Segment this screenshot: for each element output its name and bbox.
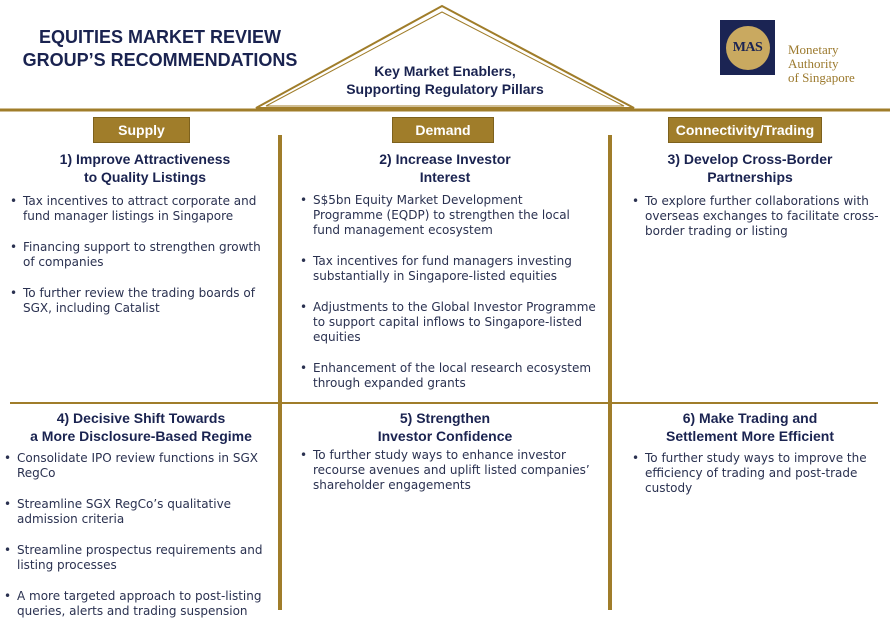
cell-4-title: 4) Decisive Shift Towards a More Disclos… xyxy=(10,409,272,445)
cell-5-title: 5) Strengthen Investor Confidence xyxy=(300,409,590,445)
list-item: To explore further collaborations with o… xyxy=(632,194,884,239)
list-item: Financing support to strengthen growth o… xyxy=(10,240,268,270)
cell-2-list: S$5bn Equity Market Development Programm… xyxy=(300,193,596,407)
list-item: Streamline SGX RegCo’s qualitative admis… xyxy=(4,497,270,527)
mas-logo: MAS xyxy=(720,20,775,75)
tag-connectivity: Connectivity/Trading xyxy=(668,117,822,143)
roof-caption-line-1: Key Market Enablers, xyxy=(374,63,516,79)
roof-caption-line-2: Supporting Regulatory Pillars xyxy=(346,81,544,97)
list-item: To further review the trading boards of … xyxy=(10,286,268,316)
pillar-left xyxy=(278,135,282,610)
cell-6-title-line-1: 6) Make Trading and xyxy=(682,410,818,426)
list-item: S$5bn Equity Market Development Programm… xyxy=(300,193,596,238)
cell-3-list: To explore further collaborations with o… xyxy=(632,194,884,255)
cell-1-title-line-1: 1) Improve Attractiveness xyxy=(59,151,231,167)
mas-name-line-2: of Singapore xyxy=(788,70,855,85)
cell-3-title-line-2: Partnerships xyxy=(707,169,793,185)
cell-6-list: To further study ways to improve the eff… xyxy=(632,451,884,512)
cell-5-list: To further study ways to enhance investo… xyxy=(300,448,596,509)
mas-logo-mark: MAS xyxy=(725,25,770,70)
cell-5-title-line-1: 5) Strengthen xyxy=(399,410,491,426)
list-item: A more targeted approach to post-listing… xyxy=(4,589,270,619)
list-item: Consolidate IPO review functions in SGX … xyxy=(4,451,270,481)
list-item: To further study ways to enhance investo… xyxy=(300,448,596,493)
list-item: Streamline prospectus requirements and l… xyxy=(4,543,270,573)
cell-6-title: 6) Make Trading and Settlement More Effi… xyxy=(625,409,875,445)
list-item: Tax incentives to attract corporate and … xyxy=(10,194,268,224)
roof-outline-inner xyxy=(265,11,625,107)
cell-5-title-line-2: Investor Confidence xyxy=(377,428,513,444)
cell-1-title: 1) Improve Attractiveness to Quality Lis… xyxy=(20,150,270,186)
cell-2-title-line-1: 2) Increase Investor xyxy=(379,151,511,167)
tag-supply: Supply xyxy=(93,117,190,143)
pillar-right xyxy=(608,135,612,610)
cell-3-title: 3) Develop Cross-Border Partnerships xyxy=(625,150,875,186)
cell-4-title-line-2: a More Disclosure-Based Regime xyxy=(30,428,252,444)
list-item: Adjustments to the Global Investor Progr… xyxy=(300,300,596,345)
mas-name-line-1: Monetary Authority xyxy=(788,42,839,71)
cell-6-title-line-2: Settlement More Efficient xyxy=(665,428,835,444)
cell-4-title-line-1: 4) Decisive Shift Towards xyxy=(56,410,226,426)
cell-1-title-line-2: to Quality Listings xyxy=(83,169,207,185)
list-item: Enhancement of the local research ecosys… xyxy=(300,361,596,391)
title-line-1: EQUITIES MARKET REVIEW xyxy=(38,27,281,47)
tag-demand: Demand xyxy=(392,117,494,143)
roof-outline xyxy=(255,4,635,109)
cell-3-title-line-1: 3) Develop Cross-Border xyxy=(667,151,833,167)
cell-1-list: Tax incentives to attract corporate and … xyxy=(10,194,268,332)
cell-2-title-line-2: Interest xyxy=(419,169,471,185)
mas-logo-name: Monetary Authority of Singapore xyxy=(788,43,890,85)
roof-caption: Key Market Enablers, Supporting Regulato… xyxy=(300,62,590,98)
list-item: To further study ways to improve the eff… xyxy=(632,451,884,496)
title-line-2: GROUP’S RECOMMENDATIONS xyxy=(22,50,298,70)
list-item: Tax incentives for fund managers investi… xyxy=(300,254,596,284)
cell-4-list: Consolidate IPO review functions in SGX … xyxy=(4,451,270,635)
page-title: EQUITIES MARKET REVIEW GROUP’S RECOMMEND… xyxy=(10,26,310,72)
row-divider xyxy=(10,402,878,404)
cell-2-title: 2) Increase Investor Interest xyxy=(300,150,590,186)
